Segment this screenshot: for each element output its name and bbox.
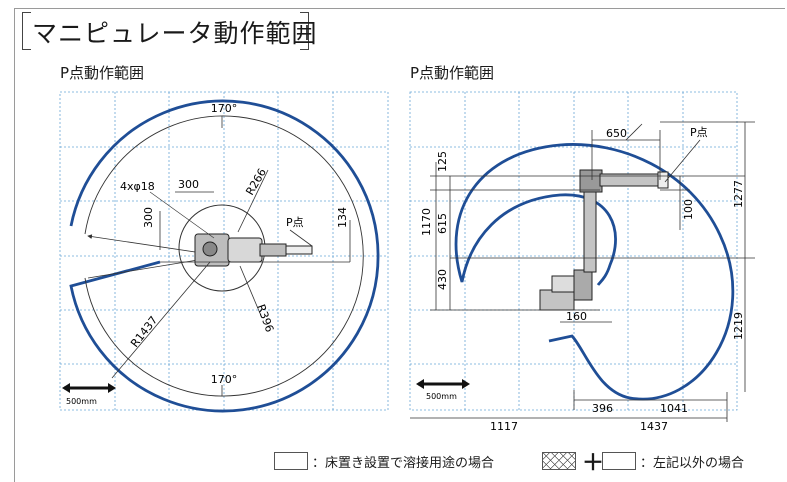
title-bracket-left: [22, 12, 31, 50]
right-robot-side-view: [539, 169, 669, 311]
right-dim-1277: 1277: [732, 180, 745, 208]
legend-plain-box: [274, 452, 308, 470]
right-dimension-lines: [410, 121, 755, 422]
legend-plus-sign: ＋: [582, 451, 605, 476]
right-subtitle: P点動作範囲: [410, 64, 495, 82]
left-angle-top-label: 170°: [211, 102, 238, 115]
left-robot-top-view: [194, 233, 313, 267]
right-dim-430: 430: [436, 269, 449, 290]
left-dim-r266: R266: [243, 166, 269, 197]
right-outer-envelope: [454, 143, 735, 401]
right-dim-1437: 1437: [640, 420, 668, 433]
title-bracket-right: [300, 12, 309, 50]
right-dim-100: 100: [682, 199, 695, 220]
left-angle-bottom-label: 170°: [211, 373, 238, 386]
page-title: マニピュレータ動作範囲: [32, 19, 318, 48]
right-dim-1117: 1117: [490, 420, 518, 433]
right-dim-1170: 1170: [420, 208, 433, 236]
left-dim-300-v: 300: [142, 207, 155, 228]
legend-plain-box-2: [602, 452, 636, 470]
left-hole-label: 4xφ18: [120, 180, 155, 193]
left-dim-300-h: 300: [178, 178, 199, 191]
figure-frame: [14, 8, 785, 482]
right-dim-1219: 1219: [732, 312, 745, 340]
left-dim-r1437: R1437: [128, 314, 160, 350]
right-p-point-label: P点: [690, 126, 708, 139]
left-p-point-label: P点: [286, 216, 304, 229]
legend-floor-label: ：床置き設置で溶接用途の場合: [312, 456, 495, 471]
left-subtitle: P点動作範囲: [60, 64, 145, 82]
right-dim-160: 160: [566, 310, 587, 323]
legend-hatched-box: [542, 452, 576, 470]
right-dim-615: 615: [436, 213, 449, 234]
left-dim-r396: R396: [254, 303, 276, 334]
right-dim-396: 396: [592, 402, 613, 415]
left-outer-envelope: [69, 99, 380, 413]
left-scale-label: 500mm: [66, 397, 97, 406]
right-dim-1041: 1041: [660, 402, 688, 415]
right-grid: [409, 91, 738, 411]
left-dim-134: 134: [336, 207, 349, 228]
right-dim-650: 650: [606, 127, 627, 140]
left-inner-arc: [84, 115, 364, 397]
legend-other-label: ：左記以外の場合: [640, 456, 745, 471]
right-scale-label: 500mm: [426, 392, 457, 401]
right-dim-125: 125: [436, 151, 449, 172]
